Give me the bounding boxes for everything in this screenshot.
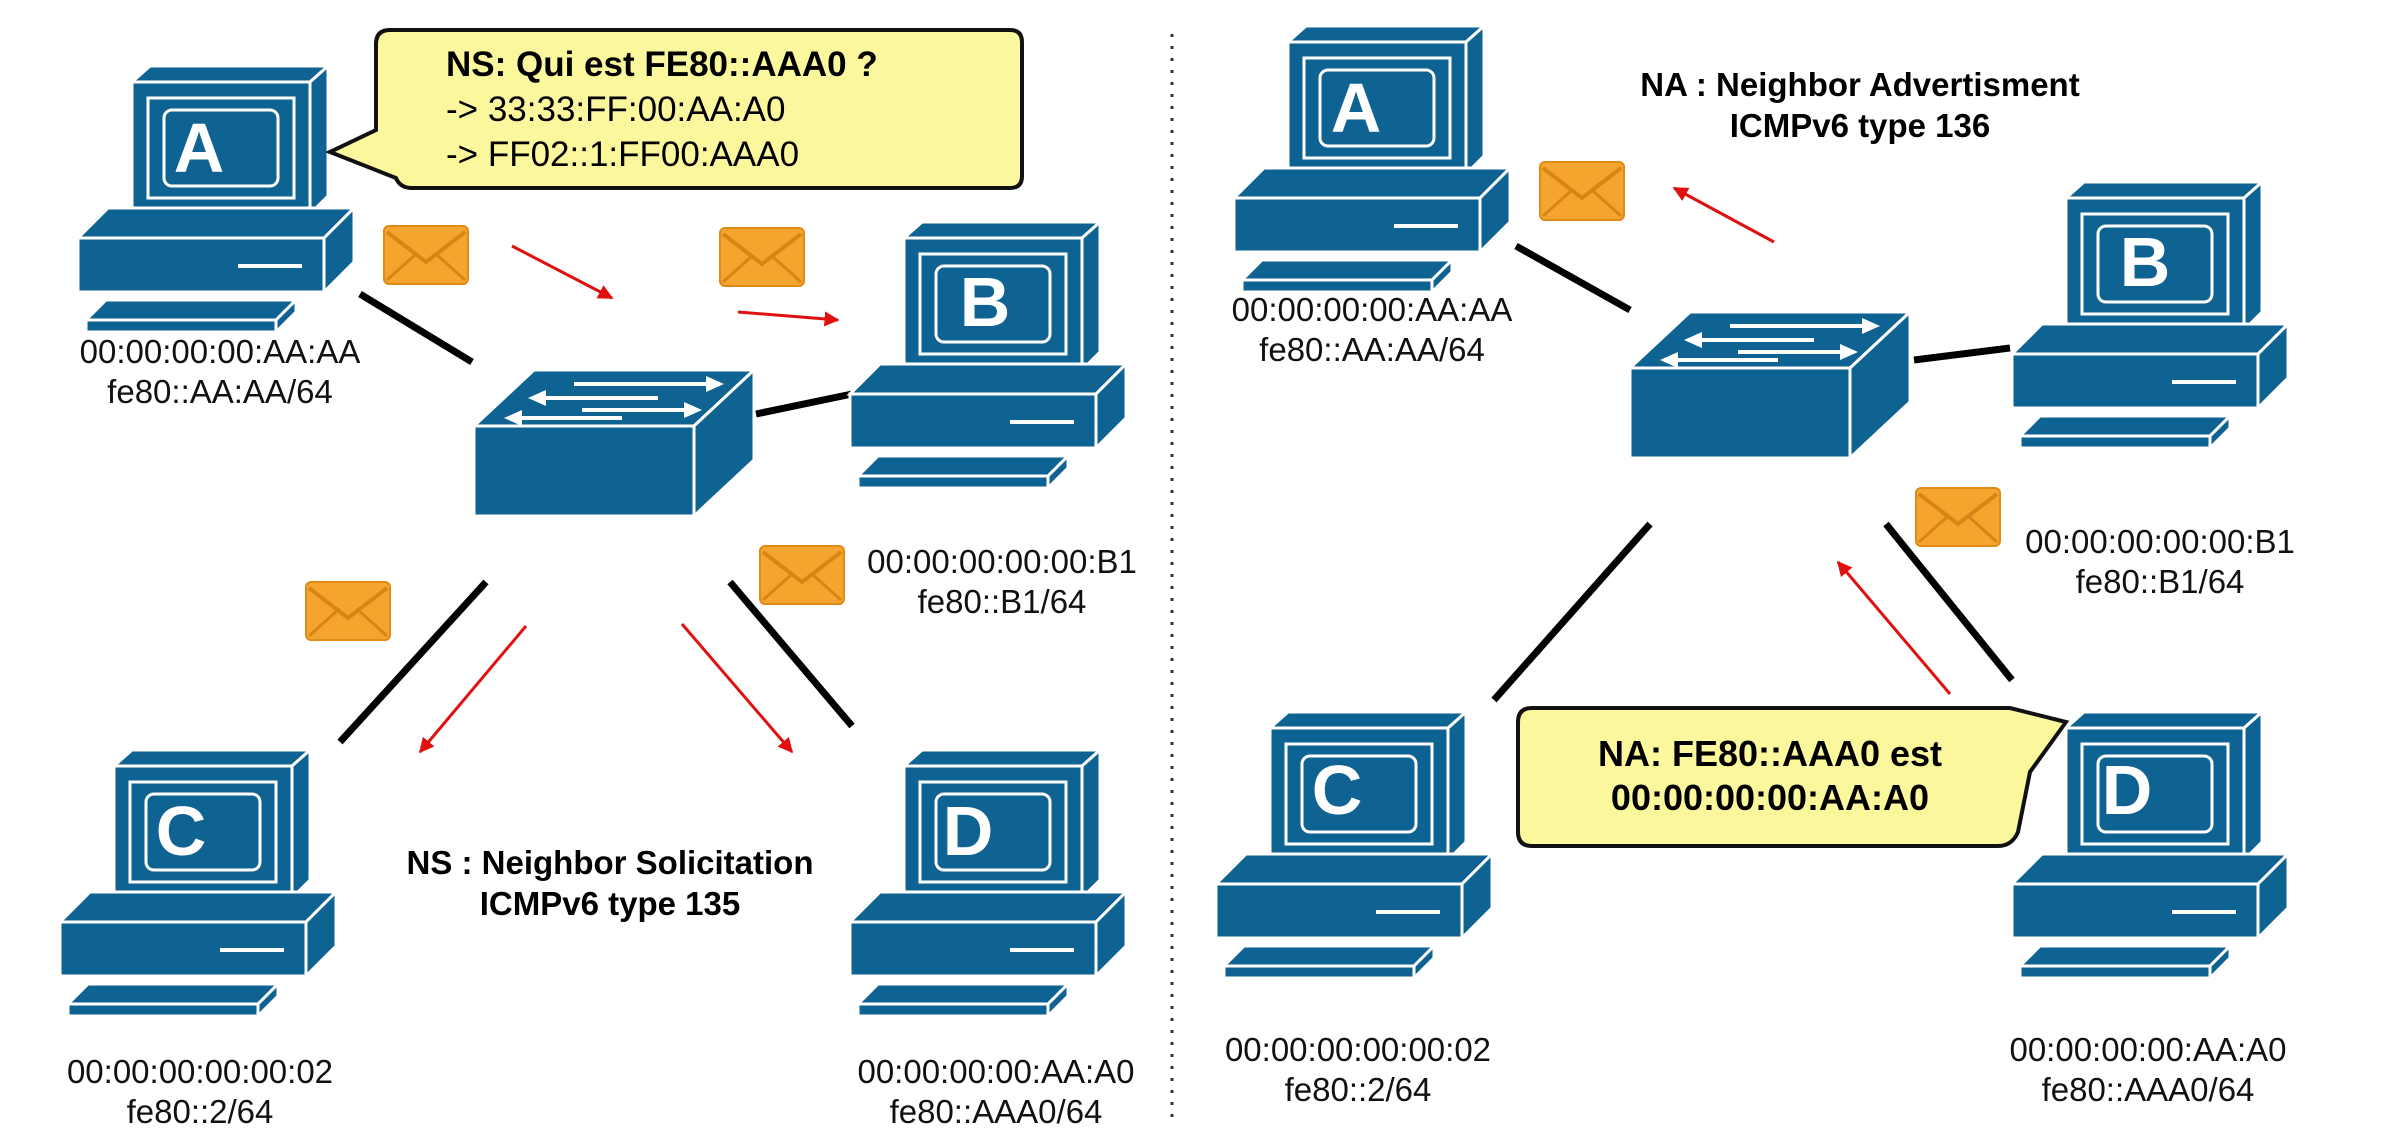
- switch-icon: [472, 368, 756, 518]
- host-a-ipv6: fe80::AA:AA/64: [107, 373, 333, 410]
- host-b-mac: 00:00:00:00:00:B1: [2025, 523, 2295, 560]
- host-c-mac: 00:00:00:00:00:02: [66, 1053, 334, 1090]
- host-d-ipv6: fe80::AAA0/64: [2041, 1071, 2255, 1108]
- link-switch-c: [337, 579, 489, 745]
- link-switch-d: [1883, 521, 2015, 683]
- host-letter-b: B: [2120, 223, 2171, 301]
- right-panel: A B C D: [1214, 24, 2290, 980]
- host-a-ipv6: fe80::AA:AA/64: [1259, 331, 1485, 368]
- host-d-address-right: 00:00:00:00:AA:A0 fe80::AAA0/64: [1988, 1030, 2308, 1110]
- computer-a-icon: [76, 64, 356, 334]
- na-caption-line2: ICMPv6 type 136: [1729, 107, 1991, 144]
- host-letter-b: B: [960, 263, 1011, 341]
- left-panel: A B C D: [58, 28, 1128, 1018]
- host-d-mac: 00:00:00:00:AA:A0: [2009, 1031, 2287, 1068]
- computer-b-icon: [848, 220, 1128, 490]
- host-a-mac: 00:00:00:00:AA:AA: [79, 333, 361, 370]
- red-arrow: [1672, 186, 1775, 244]
- ns-bubble-line2: -> 33:33:FF:00:AA:A0: [446, 90, 786, 129]
- envelope-icon: [304, 580, 392, 642]
- link-switch-c: [1491, 521, 1653, 703]
- host-letter-d: D: [943, 792, 994, 870]
- host-c-mac: 00:00:00:00:00:02: [1224, 1031, 1492, 1068]
- host-a-mac: 00:00:00:00:AA:AA: [1231, 291, 1513, 328]
- host-letter-c: C: [1312, 751, 1363, 829]
- host-b-ipv6: fe80::B1/64: [917, 583, 1087, 620]
- computer-b-icon: [2010, 180, 2290, 450]
- computer-c-icon: [58, 748, 338, 1018]
- ns-bubble-line1: NS: Qui est FE80::AAA0 ?: [446, 45, 878, 84]
- host-b-ipv6: fe80::B1/64: [2075, 563, 2245, 600]
- host-c-ipv6: fe80::2/64: [126, 1093, 274, 1130]
- switch-icon: [1628, 310, 1912, 460]
- host-c-ipv6: fe80::2/64: [1284, 1071, 1432, 1108]
- ns-caption-line1: NS : Neighbor Solicitation: [406, 844, 814, 881]
- host-c-address: 00:00:00:00:00:02 fe80::2/64: [40, 1052, 360, 1132]
- na-bubble-line2: 00:00:00:00:AA:A0: [1610, 777, 1930, 818]
- envelope-icon: [1538, 160, 1626, 222]
- ns-bubble-text: NS: Qui est FE80::AAA0 ? -> 33:33:FF:00:…: [446, 42, 878, 177]
- host-b-address: 00:00:00:00:00:B1 fe80::B1/64: [842, 542, 1162, 622]
- host-letter-c: C: [156, 792, 207, 870]
- envelope-icon: [1914, 486, 2002, 548]
- host-letter-d: D: [2102, 751, 2153, 829]
- red-arrow: [1836, 560, 1952, 695]
- host-letter-a: A: [174, 109, 225, 187]
- host-a-address: 00:00:00:00:AA:AA fe80::AA:AA/64: [60, 332, 380, 412]
- ns-bubble-line3: -> FF02::1:FF00:AAA0: [446, 135, 800, 174]
- host-letter-a: A: [1331, 69, 1382, 147]
- envelope-icon: [758, 544, 846, 606]
- na-bubble-text: NA: FE80::AAA0 est 00:00:00:00:AA:A0: [1530, 732, 2010, 820]
- host-c-address-right: 00:00:00:00:00:02 fe80::2/64: [1198, 1030, 1518, 1110]
- host-d-ipv6: fe80::AAA0/64: [889, 1093, 1103, 1130]
- host-a-address-right: 00:00:00:00:AA:AA fe80::AA:AA/64: [1212, 290, 1532, 370]
- red-arrow: [511, 244, 614, 300]
- ns-caption: NS : Neighbor Solicitation ICMPv6 type 1…: [390, 842, 830, 924]
- na-bubble-line1: NA: FE80::AAA0 est: [1597, 733, 1943, 774]
- host-d-address: 00:00:00:00:AA:A0 fe80::AAA0/64: [836, 1052, 1156, 1132]
- link-a-switch: [358, 291, 474, 365]
- envelope-icon: [718, 226, 806, 288]
- na-caption: NA : Neighbor Advertisment ICMPv6 type 1…: [1610, 64, 2110, 146]
- host-d-mac: 00:00:00:00:AA:A0: [857, 1053, 1135, 1090]
- na-caption-line1: NA : Neighbor Advertisment: [1640, 66, 2080, 103]
- red-arrow: [680, 623, 794, 754]
- link-switch-d: [727, 579, 855, 729]
- ns-caption-line2: ICMPv6 type 135: [479, 885, 741, 922]
- link-switch-b: [755, 390, 853, 418]
- envelope-icon: [382, 224, 470, 286]
- red-arrow: [418, 625, 528, 754]
- computer-d-icon: [848, 748, 1128, 1018]
- link-switch-b: [1913, 344, 2011, 364]
- ns-speech-bubble: [324, 28, 1024, 190]
- host-b-address-right: 00:00:00:00:00:B1 fe80::B1/64: [2000, 522, 2320, 602]
- host-b-mac: 00:00:00:00:00:B1: [867, 543, 1137, 580]
- link-a-switch: [1514, 242, 1632, 314]
- na-speech-bubble: [1516, 706, 2070, 848]
- red-arrow: [737, 310, 840, 327]
- computer-a-icon: [1232, 24, 1512, 294]
